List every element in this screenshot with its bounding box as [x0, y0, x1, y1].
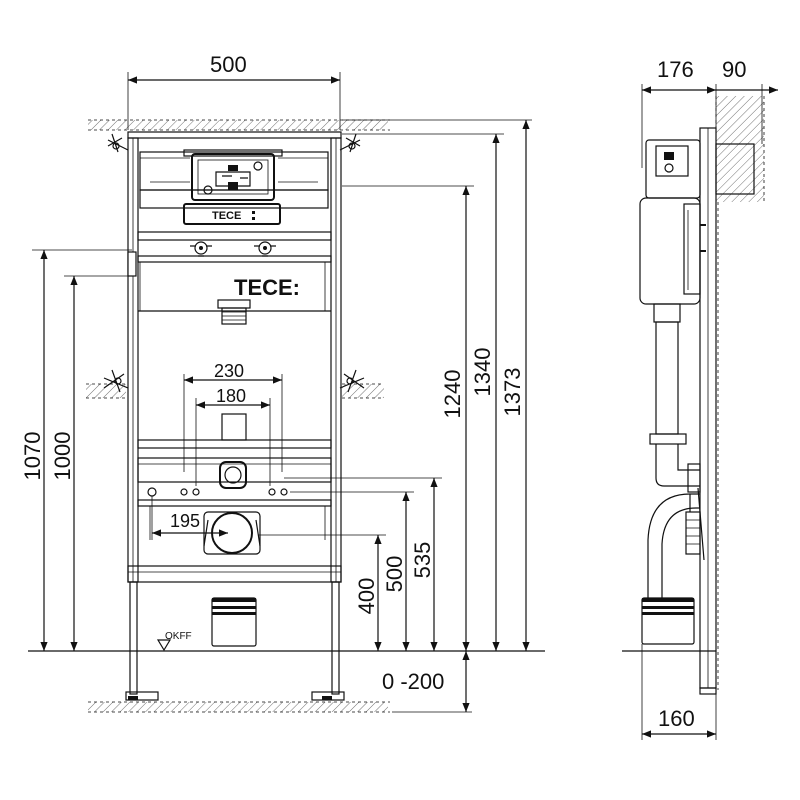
flush-pipe [217, 299, 251, 441]
mounting-rail [137, 457, 332, 540]
side-flush-pipe [649, 303, 701, 493]
dim-depth-160-label: 160 [658, 706, 695, 731]
dim-height-1240: 1240 [440, 186, 470, 651]
frame-side-clip [127, 251, 137, 277]
top-wall-hatch [88, 119, 390, 131]
floor-level-label: OKFF [165, 631, 192, 642]
wall-bracket-top-right [339, 133, 361, 153]
dim-drain-offset-195: 195 [151, 496, 228, 540]
dim-height-500-label: 500 [382, 556, 407, 593]
dim-height-1070-label: 1070 [20, 432, 45, 481]
wall-bracket-mid-left [103, 369, 129, 393]
cross-rails [137, 231, 332, 449]
wall-bracket-mid-right [339, 369, 365, 393]
side-anchor-hatch [86, 383, 384, 399]
side-view: 176 90 [622, 57, 778, 740]
inspection-opening [191, 153, 275, 201]
dim-height-535: 535 [284, 477, 442, 651]
dim-height-500: 500 [290, 491, 414, 651]
side-upright [699, 127, 755, 695]
actuator-plate: TECE [183, 203, 281, 225]
dim-adjust-range: 0 -200 [382, 651, 472, 713]
dim-height-400-label: 400 [354, 578, 379, 615]
dim-bolt-spacing-230: 230 [183, 361, 283, 472]
actuator-brand-label: TECE [212, 210, 241, 222]
side-cistern [639, 139, 706, 305]
side-drain-bend [641, 487, 705, 645]
dim-height-1000: 1000 [50, 275, 132, 651]
dim-drain-offset-195-label: 195 [170, 511, 200, 531]
supply-valve-left [190, 241, 212, 257]
dim-height-1373: 1373 [500, 120, 530, 651]
frame [125, 131, 345, 701]
flush-connector [219, 461, 247, 489]
supply-valve-right [254, 241, 276, 257]
wall-bracket-top-left [107, 133, 129, 153]
dim-depth-176-label: 176 [657, 57, 694, 82]
dim-height-1340-label: 1340 [470, 348, 495, 397]
side-wall-hatch [715, 96, 765, 202]
dim-height-1373-label: 1373 [500, 368, 525, 417]
front-view: TECE TECE: [20, 52, 545, 713]
dim-depth-160: 160 [641, 644, 717, 740]
frame-brand-label: TECE: [234, 275, 300, 300]
dim-height-400: 400 [258, 534, 386, 651]
dim-height-1340: 1340 [470, 134, 500, 651]
dim-frame-width-label: 500 [210, 52, 247, 77]
dim-bolt-spacing-180: 180 [195, 386, 271, 486]
dim-bolt-spacing-230-label: 230 [214, 361, 244, 381]
dim-height-1070: 1070 [20, 249, 132, 651]
outlet-pipe [211, 597, 257, 647]
dim-adjust-range-label: 0 -200 [382, 669, 444, 694]
dim-height-1000-label: 1000 [50, 432, 75, 481]
floor-level-marker: OKFF [28, 631, 545, 652]
dim-depth-176-90: 176 90 [641, 57, 778, 168]
dim-height-535-label: 535 [410, 542, 435, 579]
dim-height-1240-label: 1240 [440, 370, 465, 419]
dim-depth-90-label: 90 [722, 57, 746, 82]
bottom-floor-hatch [88, 701, 390, 713]
dim-bolt-spacing-180-label: 180 [216, 386, 246, 406]
dim-frame-width: 500 [127, 52, 341, 130]
